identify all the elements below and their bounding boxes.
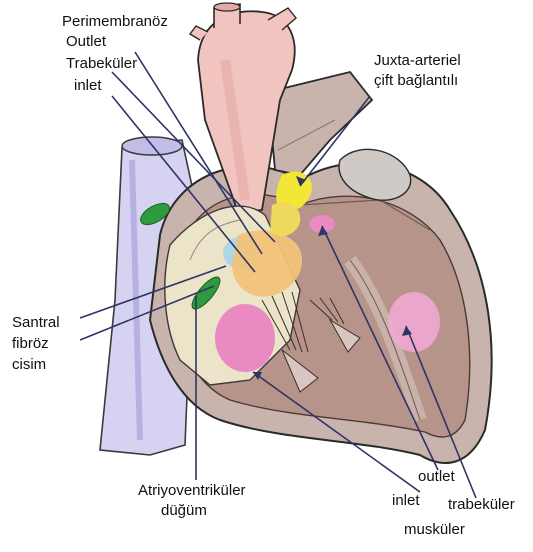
label-outlet-top: Outlet bbox=[66, 33, 106, 51]
label-trabekuler-top: Trabeküler bbox=[66, 55, 137, 73]
label-av-line1: Atriyoventriküler bbox=[138, 482, 246, 500]
muscular-trabecular-zone bbox=[388, 292, 440, 352]
label-perimembranoz: Perimembranöz bbox=[62, 13, 168, 31]
label-juxta-line2: çift bağlantılı bbox=[374, 72, 458, 90]
label-muskuler: musküler bbox=[404, 521, 465, 539]
label-juxta-line1: Juxta-arteriel bbox=[374, 52, 461, 70]
label-santral-line2: fibröz bbox=[12, 335, 49, 353]
label-santral-line3: cisim bbox=[12, 356, 46, 374]
label-inlet-bottom: inlet bbox=[392, 492, 420, 510]
label-av-line2: düğüm bbox=[161, 502, 207, 520]
muscular-inlet-zone bbox=[215, 304, 275, 372]
label-santral-line1: Santral bbox=[12, 314, 60, 332]
label-inlet-top: inlet bbox=[74, 77, 102, 95]
label-outlet-bottom: outlet bbox=[418, 468, 455, 486]
label-trabekuler-bottom: trabeküler bbox=[448, 496, 515, 514]
